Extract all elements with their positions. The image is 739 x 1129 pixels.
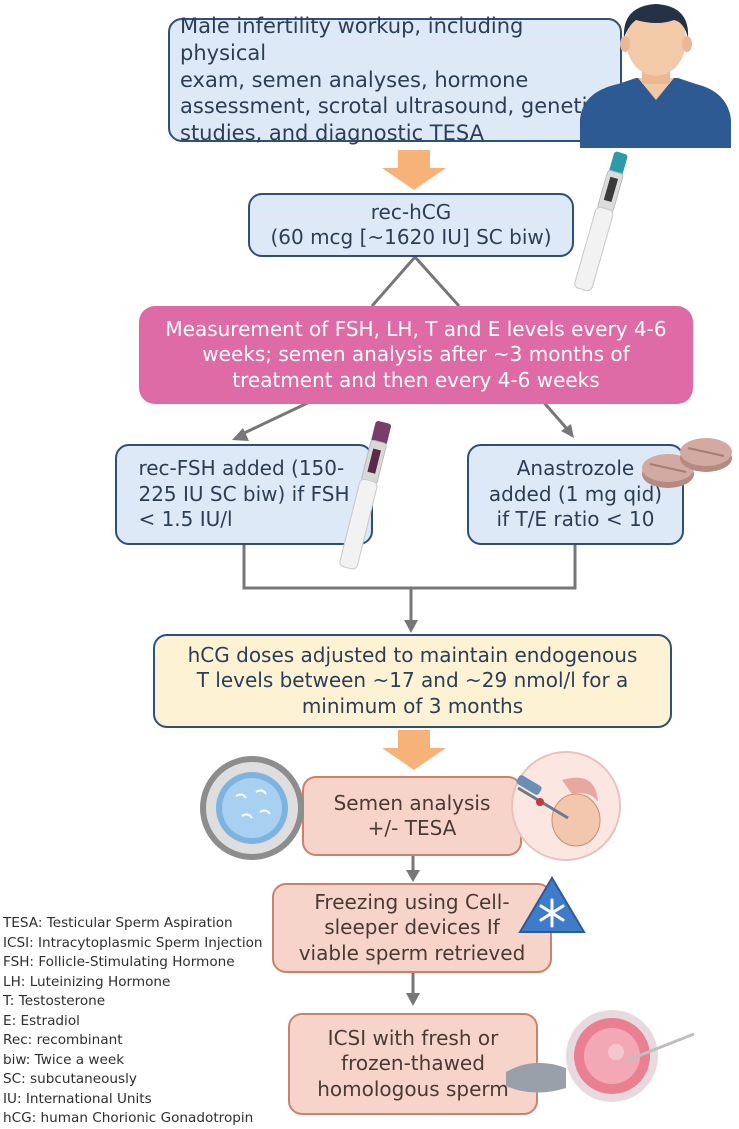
arrow-head-left [232, 428, 249, 441]
abbr-item: Rec: recombinant [3, 1032, 123, 1048]
purple-injection-pen-icon [339, 421, 391, 570]
snowflake-warning-icon [518, 876, 586, 933]
arrow-head-down-1 [404, 620, 418, 633]
testis-aspiration-icon [511, 751, 621, 861]
oocyte-injection-icon [506, 1010, 695, 1102]
anastrozole-text: Anastrozole added (1 mg qid) if T/E rati… [488, 456, 663, 532]
abbr-item: TESA: Testicular Sperm Aspiration [3, 915, 233, 931]
rec-hcg-text: rec-hCG (60 mcg [~1620 IU] SC biw) [270, 199, 552, 249]
semen-analysis-text: Semen analysis +/- TESA [333, 790, 491, 840]
abbr-item: biw: Twice a week [3, 1051, 125, 1068]
orange-arrow-1 [382, 150, 446, 190]
split-connector [370, 254, 461, 308]
merge-connector [242, 545, 577, 590]
abbr-item: T: Testosterone [3, 993, 106, 1009]
measurement-text: Measurement of FSH, LH, T and E levels e… [165, 316, 667, 392]
abbr-item: hCG: human Chorionic Gonadotropin [3, 1110, 254, 1126]
workup-box: Male infertility workup, including physi… [168, 14, 622, 145]
injection-pen-icon [574, 151, 628, 292]
man-avatar-icon [580, 4, 731, 148]
abbr-item: ICSI: Intracytoplasmic Sperm Injection [3, 934, 263, 951]
freezing-text: Freezing using Cell- sleeper devices If … [298, 889, 526, 965]
measurement-box: Measurement of FSH, LH, T and E levels e… [139, 306, 693, 404]
abbr-item: SC: subcutaneously [3, 1071, 137, 1087]
arrow-head-right [561, 424, 574, 438]
semen-analysis-box: Semen analysis +/- TESA [302, 776, 522, 856]
abbr-item: FSH: Follicle-Stimulating Hormone [3, 954, 235, 970]
rec-fsh-text: rec-FSH added (150- 225 IU SC biw) if FS… [138, 456, 350, 532]
freezing-box: Freezing using Cell- sleeper devices If … [272, 883, 552, 973]
arrow-head-down-2 [406, 870, 420, 882]
orange-arrow-2 [382, 730, 446, 770]
abbreviations-legend: TESA: Testicular Sperm Aspiration ICSI: … [3, 914, 303, 1129]
abbr-item: IU: International Units [3, 1090, 152, 1107]
rec-hcg-box: rec-hCG (60 mcg [~1620 IU] SC biw) [248, 193, 574, 257]
icsi-box: ICSI with fresh or frozen-thawed homolog… [288, 1013, 538, 1115]
hcg-doses-text: hCG doses adjusted to maintain endogenou… [187, 642, 638, 718]
abbr-item: E: Estradiol [3, 1012, 80, 1029]
abbr-item: LH: Luteinizing Hormone [3, 973, 171, 990]
petri-dish-sperm-icon [200, 756, 304, 860]
workup-text: Male infertility workup, including physi… [180, 14, 600, 145]
arrow-head-down-3 [406, 993, 420, 1006]
arrow-to-rec-fsh [239, 396, 319, 437]
icsi-text: ICSI with fresh or frozen-thawed homolog… [317, 1025, 509, 1101]
pill-tablets-icon [642, 438, 732, 488]
hcg-doses-box: hCG doses adjusted to maintain endogenou… [153, 634, 672, 728]
